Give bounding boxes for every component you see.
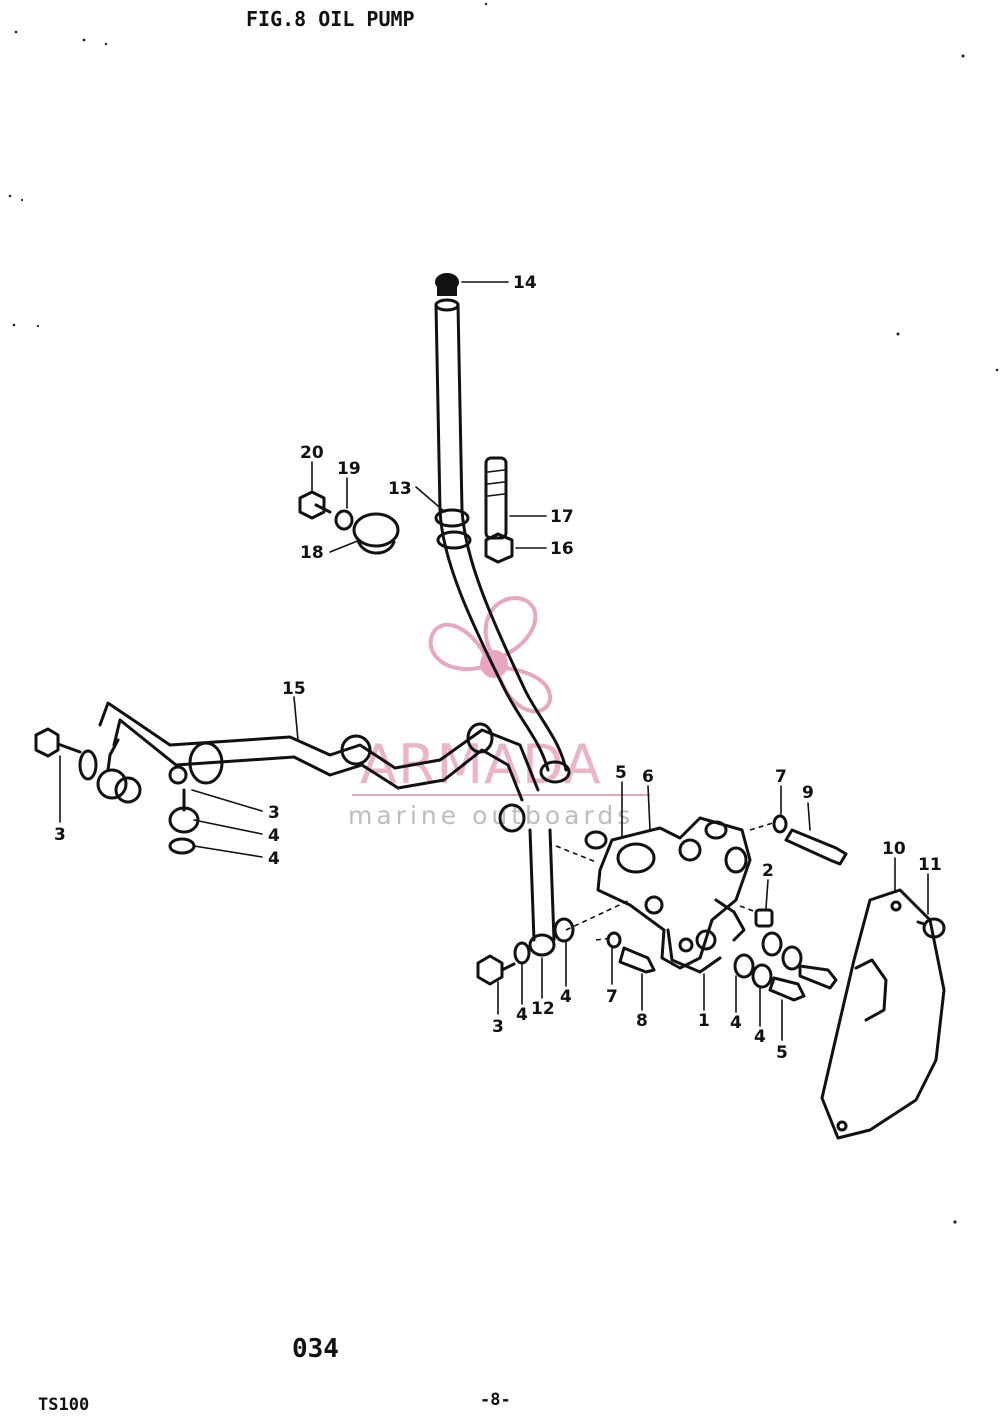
callout-5-top: 5 bbox=[615, 763, 627, 783]
stud-17 bbox=[484, 456, 508, 540]
banjo-bolt-bottom bbox=[476, 917, 575, 986]
page-number: -8- bbox=[480, 1390, 511, 1410]
callout-18: 18 bbox=[300, 543, 324, 563]
callout-4-mid-lower: 4 bbox=[268, 849, 280, 869]
bolt-9 bbox=[772, 814, 848, 866]
pipe-12 bbox=[528, 828, 556, 957]
bolt-2 bbox=[754, 908, 774, 928]
propeller-icon bbox=[428, 596, 553, 714]
callout-17: 17 bbox=[550, 507, 574, 527]
cap-14 bbox=[435, 273, 459, 296]
watermark-logo: ARMADA marine outboards bbox=[348, 596, 650, 830]
bolt-8 bbox=[606, 931, 656, 974]
callout-5-bottom: 5 bbox=[776, 1043, 788, 1063]
oil-tube-13 bbox=[434, 298, 571, 784]
callout-15: 15 bbox=[282, 679, 306, 699]
callout-19: 19 bbox=[337, 459, 361, 479]
leader-lines bbox=[59, 281, 929, 1041]
scan-specks bbox=[8, 2, 999, 1224]
callout-13: 13 bbox=[388, 479, 412, 499]
callout-8: 8 bbox=[636, 1011, 648, 1031]
callout-labels: 14 20 19 13 17 16 18 15 3 3 4 4 5 6 7 9 … bbox=[54, 273, 942, 1063]
callout-14: 14 bbox=[513, 273, 537, 293]
callout-4-bottom-b: 4 bbox=[560, 987, 572, 1007]
callout-9: 9 bbox=[802, 783, 814, 803]
callout-4-right-a: 4 bbox=[730, 1013, 742, 1033]
washer-19 bbox=[334, 509, 354, 531]
callout-3-mid: 3 bbox=[268, 803, 280, 823]
plug-18 bbox=[352, 512, 400, 555]
callout-3-bottom: 3 bbox=[492, 1017, 504, 1037]
nut-16 bbox=[484, 532, 514, 564]
figure-title: FIG.8 OIL PUMP bbox=[246, 7, 415, 31]
screw-11 bbox=[916, 917, 946, 939]
bolt-20 bbox=[298, 490, 332, 520]
callout-3-left: 3 bbox=[54, 825, 66, 845]
callout-10: 10 bbox=[882, 839, 906, 859]
clip-5-top bbox=[584, 830, 608, 850]
banjo-bolt-left bbox=[34, 727, 98, 781]
callout-4-bottom-a: 4 bbox=[516, 1005, 528, 1025]
callout-4-right-b: 4 bbox=[754, 1027, 766, 1047]
callout-16: 16 bbox=[550, 539, 574, 559]
callout-4-mid-upper: 4 bbox=[268, 826, 280, 846]
callout-1: 1 bbox=[698, 1011, 710, 1031]
oil-pipe-15 bbox=[96, 701, 540, 833]
watermark-name: ARMADA bbox=[360, 733, 602, 796]
banjo-fitting-mid bbox=[168, 765, 200, 855]
model-name: TS100 bbox=[38, 1395, 89, 1415]
cover-10 bbox=[820, 888, 946, 1140]
oil-pump-body bbox=[596, 816, 752, 974]
assembly-lines bbox=[555, 821, 777, 941]
callout-12: 12 bbox=[531, 999, 555, 1019]
callout-7-top: 7 bbox=[775, 767, 787, 787]
washers-right bbox=[733, 931, 838, 1002]
callout-20: 20 bbox=[300, 443, 324, 463]
callout-7-bottom: 7 bbox=[606, 987, 618, 1007]
callout-6: 6 bbox=[642, 767, 654, 787]
watermark-tagline: marine outboards bbox=[348, 801, 634, 830]
callout-2: 2 bbox=[762, 861, 774, 881]
figure-code: 034 bbox=[292, 1334, 339, 1364]
callout-11: 11 bbox=[918, 855, 942, 875]
